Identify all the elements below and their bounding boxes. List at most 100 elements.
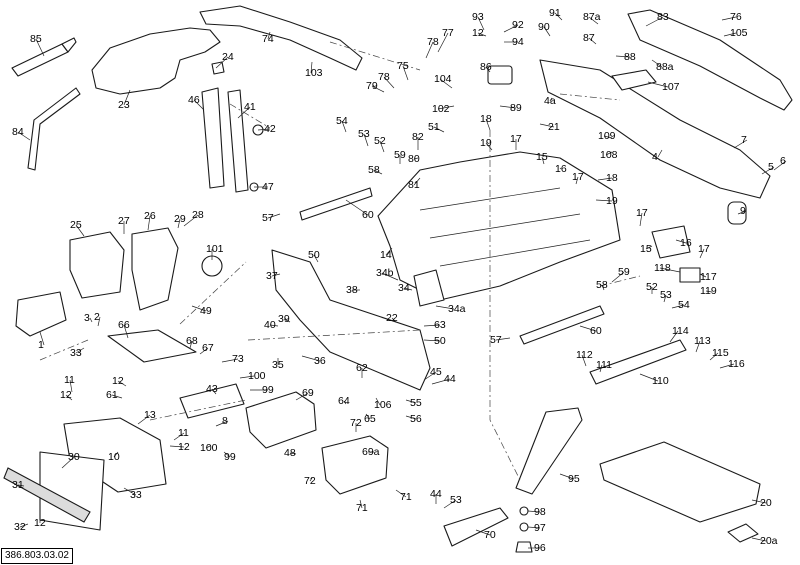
callout-leader-line xyxy=(75,224,85,237)
callout-number: 88a xyxy=(656,61,674,73)
callout-number: 54 xyxy=(336,115,348,127)
part-85-sealant-tube xyxy=(11,37,77,77)
callout-33: 33 xyxy=(70,347,85,359)
callout-leader-line xyxy=(733,139,748,149)
callout-number: 33 xyxy=(70,347,82,359)
callout-4: 4 xyxy=(652,149,663,163)
callout-number: 28 xyxy=(192,209,204,221)
callout-44: 44 xyxy=(430,488,442,504)
part-118-block xyxy=(679,267,701,283)
callout-number: 80 xyxy=(408,153,420,165)
callout-number: 85 xyxy=(30,33,42,45)
callout-number: 54 xyxy=(678,299,690,311)
callout-number: 115 xyxy=(712,347,729,359)
callout-leader-line xyxy=(97,316,101,327)
callout-44: 44 xyxy=(431,373,456,385)
callout-12: 12 xyxy=(60,389,73,401)
callout-leader-line xyxy=(123,89,131,106)
callout-number: 18 xyxy=(606,172,618,184)
callout-4a: 4a xyxy=(544,95,556,107)
callout-leader-line xyxy=(645,245,653,250)
callout-54: 54 xyxy=(671,299,690,311)
part-14-roof-panel xyxy=(377,151,621,301)
callout-37: 37 xyxy=(266,270,281,282)
callout-16: 16 xyxy=(675,237,692,249)
callout-leader-line xyxy=(359,499,363,509)
callout-leader-line xyxy=(751,537,767,542)
callout-1: 1 xyxy=(38,331,45,351)
callout-leader-line xyxy=(719,363,735,369)
callout-69: 69 xyxy=(295,387,314,401)
callout-leader-line xyxy=(773,160,787,171)
callout-leader-line xyxy=(541,156,545,165)
callout-number: 67 xyxy=(202,342,214,354)
callout-number: 16 xyxy=(680,237,692,249)
callout-number: 12 xyxy=(178,441,190,453)
callout-number: 71 xyxy=(356,502,368,514)
callout-leader-line xyxy=(39,331,45,346)
part-9-bushing xyxy=(727,201,747,225)
callout-number: 110 xyxy=(652,375,669,387)
callout-number: 100 xyxy=(200,442,218,454)
callout-number: 58 xyxy=(596,279,608,291)
callout-number: 6 xyxy=(780,155,786,167)
callout-leader-line xyxy=(559,473,575,480)
callout-116: 116 xyxy=(719,358,745,370)
part-26-side-bracket xyxy=(131,227,179,311)
callout-number: 51 xyxy=(428,121,440,133)
callout-84: 84 xyxy=(12,126,31,141)
callout-number: 99 xyxy=(262,384,274,396)
callout-leader-line xyxy=(267,213,281,219)
callout-94: 94 xyxy=(504,36,524,48)
callout-leader-line xyxy=(147,215,151,231)
callout-47: 47 xyxy=(254,181,274,193)
callout-leader-line xyxy=(423,339,441,342)
callout-number: 84 xyxy=(12,126,24,138)
callout-number: 72 xyxy=(350,417,362,429)
callout-leader-line xyxy=(341,120,347,133)
callout-61: 61 xyxy=(106,389,123,401)
callout-leader-line xyxy=(169,445,185,448)
callout-12: 12 xyxy=(169,441,190,453)
callout-leader-line xyxy=(405,415,417,420)
callout-leader-line xyxy=(199,347,209,355)
callout-number: 4a xyxy=(544,95,556,107)
callout-number: 60 xyxy=(362,209,374,221)
callout-leader-line xyxy=(645,16,664,27)
callout-leader-line xyxy=(313,254,319,263)
callout-59: 59 xyxy=(611,266,630,283)
callout-leader-line xyxy=(615,55,631,58)
callout-number: 12 xyxy=(34,517,46,529)
callout-62: 62 xyxy=(356,362,368,378)
callout-number: 2 xyxy=(94,311,100,323)
callout-number: 17 xyxy=(510,133,522,145)
callout-number: 112 xyxy=(576,349,593,361)
callout-79: 79 xyxy=(366,80,385,93)
callout-number: 74 xyxy=(262,33,274,45)
part-95-strap xyxy=(515,407,583,495)
part-46-rail xyxy=(201,87,225,189)
callout-number: 15 xyxy=(640,243,652,255)
callout-leader-line xyxy=(559,167,562,170)
callout-17: 17 xyxy=(636,207,648,227)
callout-67: 67 xyxy=(199,342,214,355)
callout-118: 118 xyxy=(654,262,681,274)
callout-number: 34a xyxy=(448,303,466,315)
callout-69a: 69a xyxy=(362,446,380,458)
callout-number: 70 xyxy=(484,529,496,541)
callout-8: 8 xyxy=(215,415,229,427)
callout-34a: 34a xyxy=(435,303,466,315)
callout-number: 82 xyxy=(412,131,424,143)
callout-number: 93 xyxy=(472,11,484,23)
callout-number: 9 xyxy=(740,205,746,217)
callout-27: 27 xyxy=(118,215,130,234)
callout-85: 85 xyxy=(30,33,45,57)
callout-number: 13 xyxy=(144,409,156,421)
callout-number: 38 xyxy=(346,284,358,296)
callout-number: 81 xyxy=(408,179,420,191)
part-43-bracket xyxy=(179,383,245,419)
callout-number: 49 xyxy=(200,305,212,317)
callout-81: 81 xyxy=(408,177,421,191)
callout-number: 89 xyxy=(510,102,522,114)
callout-100: 100 xyxy=(200,442,218,454)
